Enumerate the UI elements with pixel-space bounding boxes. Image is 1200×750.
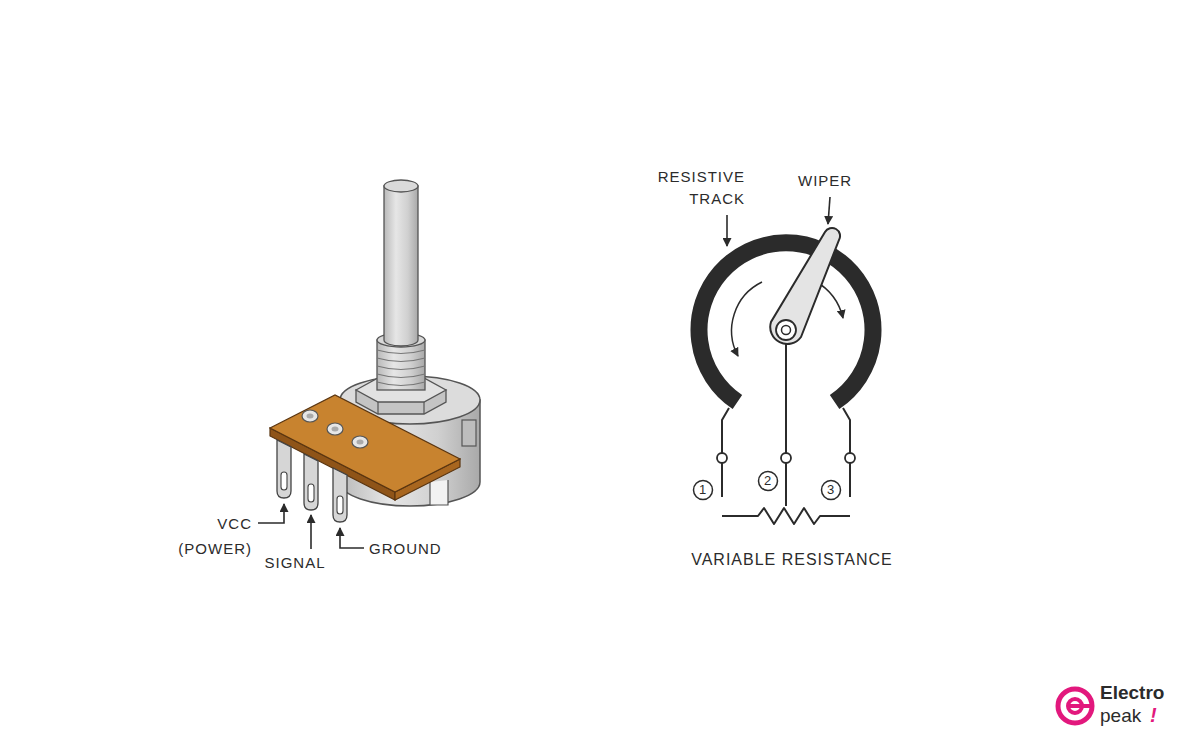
callout-number: 2: [758, 471, 778, 491]
part-label: WIPER: [798, 170, 878, 192]
callout-number: 1: [693, 480, 713, 500]
pin-label: VCC (POWER): [168, 511, 252, 561]
pin-label: GROUND: [369, 539, 479, 559]
caption-label: VARIABLE RESISTANCE: [652, 549, 932, 571]
resistor-symbol: [722, 508, 850, 524]
wiper: [770, 228, 840, 344]
callout-number: 3: [821, 480, 841, 500]
potentiometer-illustration: [270, 180, 480, 522]
logo-icon: [1058, 689, 1092, 723]
logo-text: peak: [1100, 705, 1150, 727]
logo-text: Electro: [1100, 682, 1190, 704]
part-label: RESISTIVE TRACK: [633, 166, 745, 210]
leader-line: [258, 504, 364, 549]
potentiometer-schematic: [694, 228, 874, 524]
pin-label: SIGNAL: [255, 553, 335, 573]
logo-text: !: [1150, 704, 1170, 726]
